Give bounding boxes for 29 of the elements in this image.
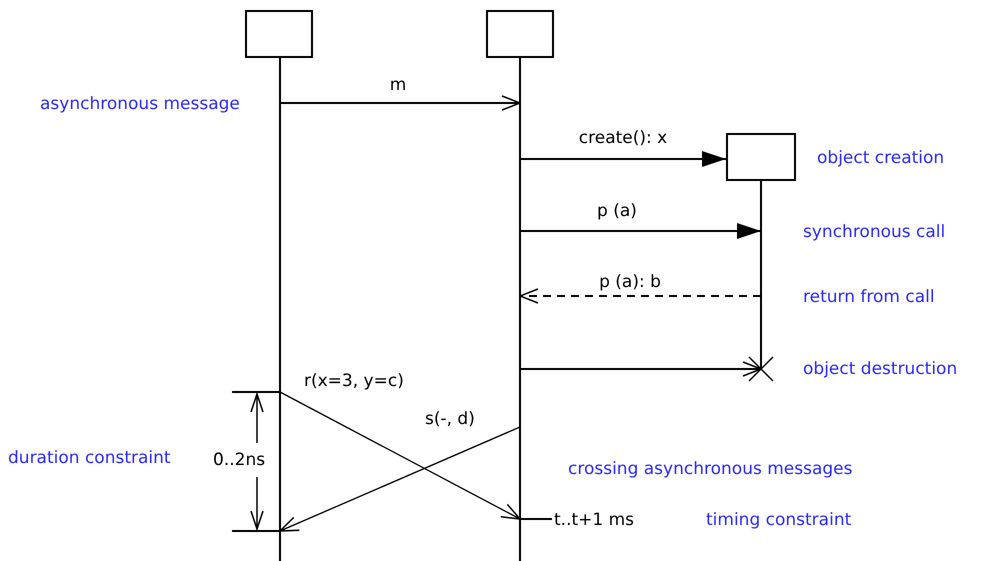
annotation-text: duration constraint [8,447,171,469]
annotation-text: object creation [817,147,944,169]
object-box [486,10,554,58]
message-arrow [520,223,761,239]
message-label: r(x=3, y=c) [304,370,404,392]
message-arrow [280,391,521,520]
object-box [726,133,796,181]
message-arrow [519,288,761,304]
annotation-text: return from call [803,286,935,308]
lifeline [279,58,281,561]
message-label: p (a): b [599,271,661,293]
message-label: create(): x [578,127,668,149]
annotation-text: timing constraint [706,509,852,531]
message-label: s(-, d) [425,408,475,430]
annotation-text: crossing asynchronous messages [568,458,852,480]
annotation-text: asynchronous message [40,93,240,115]
annotation-text: object destruction [803,358,958,380]
message-arrow [279,426,520,532]
constraint-value: t..t+1 ms [554,509,634,531]
constraint-value: 0..2ns [213,449,266,471]
message-arrow [520,151,726,167]
lifeline [519,58,521,561]
lifeline [760,181,762,369]
message-arrow [280,95,521,111]
message-label: m [390,74,406,96]
message-label: p (a) [597,200,637,222]
object-box [245,10,313,58]
annotation-text: synchronous call [803,221,946,243]
message-arrow [520,361,762,377]
